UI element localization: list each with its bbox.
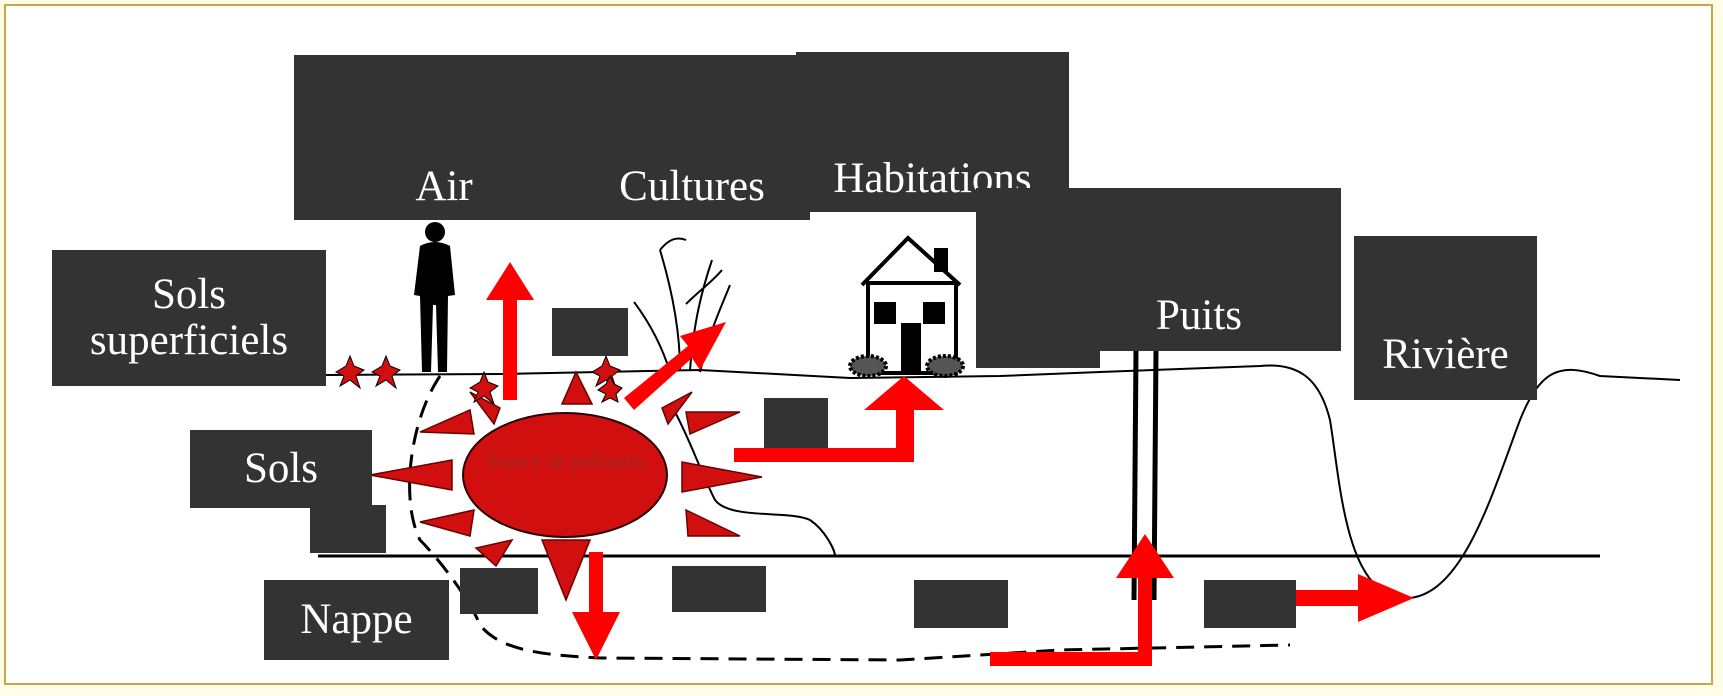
- label-cultures-text: Cultures: [619, 162, 765, 210]
- arrow-to-aquifer: [572, 552, 620, 660]
- placeholder-box-nappe-right: [1204, 580, 1296, 628]
- arrow-to-well: [990, 534, 1174, 666]
- label-riviere: Rivière: [1354, 236, 1537, 400]
- house-icon: [848, 235, 965, 378]
- placeholder-box-nappe-left: [460, 568, 538, 614]
- arrow-to-air: [486, 262, 534, 400]
- pollutant-source: [462, 412, 668, 538]
- placeholder-box-air-source: [552, 308, 628, 356]
- source-ray-triangles: [369, 370, 763, 603]
- soil-contour-line: [674, 411, 836, 557]
- label-habitations: Habitations: [796, 52, 1069, 212]
- placeholder-box-sols: [310, 505, 386, 553]
- person-silhouette-icon: [414, 222, 455, 372]
- label-sols-text: Sols: [243, 444, 319, 492]
- label-puits: Puits: [1046, 188, 1341, 351]
- arrow-to-habitations: [734, 376, 944, 462]
- label-sols-superficiels: Sols superficiels: [52, 250, 326, 386]
- placeholder-box-habitations-path: [764, 398, 828, 448]
- label-air-text: Air: [415, 162, 473, 210]
- placeholder-box-nappe-center: [914, 580, 1008, 628]
- pollution-plume-line: [408, 375, 1291, 662]
- arrow-to-cultures: [624, 322, 726, 410]
- label-air: Air: [294, 55, 574, 220]
- label-puits-text: Puits: [1156, 291, 1243, 339]
- label-sols: Sols: [190, 430, 372, 508]
- source-label: Source de polluants: [486, 450, 644, 472]
- surface-contamination-icons: [334, 354, 623, 406]
- label-cultures: Cultures: [574, 55, 810, 220]
- placeholder-box-nappe-middle: [672, 566, 766, 612]
- pollution-arrows: [486, 262, 1414, 666]
- label-nappe: Nappe: [264, 580, 449, 660]
- label-sols-superficiels-text: Sols superficiels: [89, 270, 289, 364]
- label-riviere-text: Rivière: [1382, 330, 1509, 378]
- arrow-to-river: [1294, 574, 1414, 622]
- label-nappe-text: Nappe: [300, 595, 413, 643]
